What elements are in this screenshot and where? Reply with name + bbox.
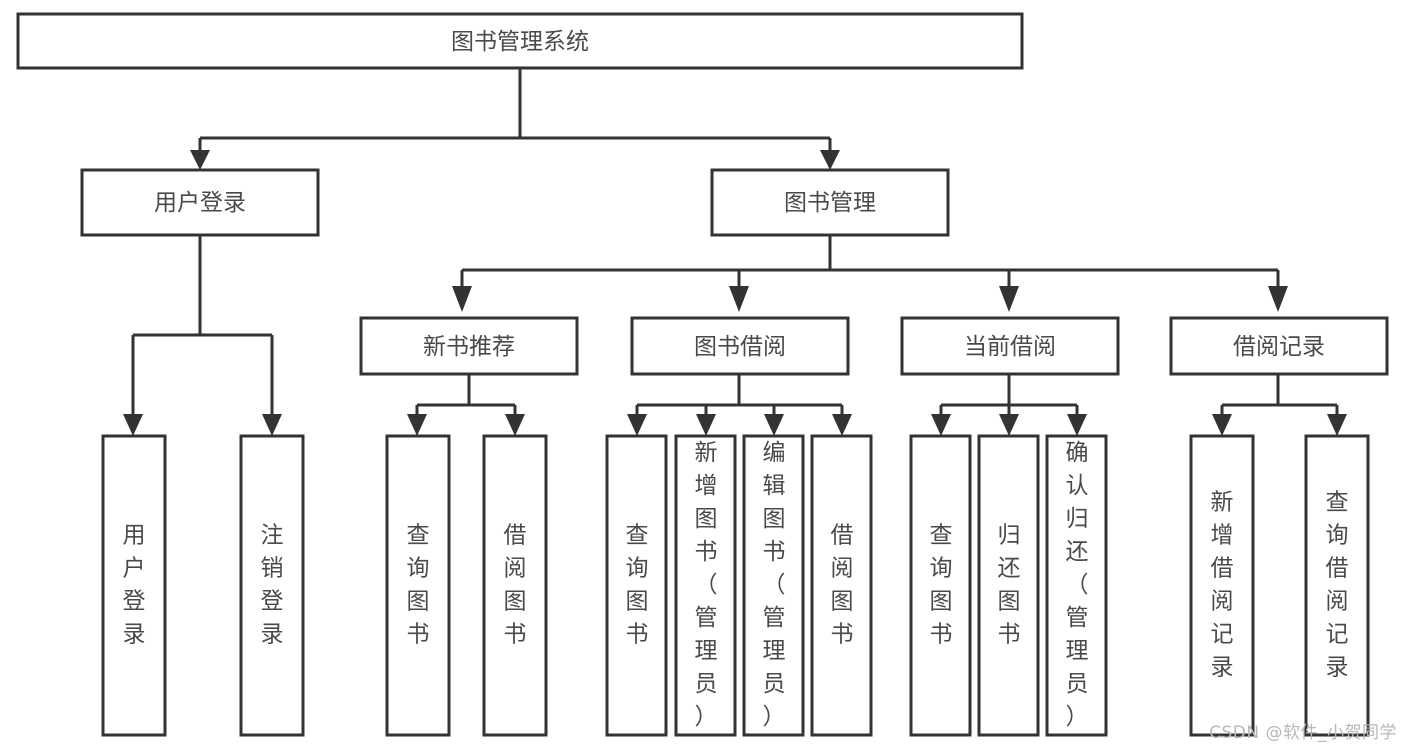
node-current-borrow[interactable]: 当前借阅 <box>900 316 1120 376</box>
node-borrow-record-label: 借阅记录 <box>1233 334 1325 360</box>
leaf-node-record-query-label: 查询借阅记录 <box>1326 490 1349 681</box>
node-borrow-record[interactable]: 借阅记录 <box>1169 316 1389 376</box>
leaf-node-borrow-edit-box[interactable] <box>742 434 805 737</box>
arrow-leaf-borrow-2 <box>696 414 716 436</box>
leaf-node-borrow-edit[interactable]: 编辑图书（管理员） <box>742 434 805 737</box>
node-new-book-recommend-label: 新书推荐 <box>423 334 515 360</box>
leaf-node-logout[interactable]: 注销登录 <box>239 434 305 737</box>
leaf-node-current-confirm-box[interactable] <box>1045 434 1108 737</box>
leaf-node-current-query-label: 查询图书 <box>930 523 953 648</box>
leaf-node-borrow-do[interactable]: 借阅图书 <box>810 434 873 737</box>
node-root-system[interactable]: 图书管理系统 <box>16 12 1024 70</box>
node-root-system-box[interactable] <box>16 12 1024 70</box>
leaf-node-borrow-add-label: 新增图书（管理员） <box>695 440 718 730</box>
leaf-node-logout-label: 注销登录 <box>261 523 284 648</box>
leaf-node-logout-box[interactable] <box>239 434 305 737</box>
arrow-to-current-borrow <box>999 286 1019 312</box>
leaf-node-current-confirm-label: 确认归还（管理员） <box>1066 440 1089 730</box>
arrow-leaf-newbook-1 <box>407 414 427 436</box>
node-new-book-recommend-box[interactable] <box>359 316 579 376</box>
node-current-borrow-label: 当前借阅 <box>964 334 1056 360</box>
arrow-to-new-book <box>452 286 472 312</box>
leaf-node-record-add[interactable]: 新增借阅记录 <box>1189 434 1255 737</box>
arrow-leaf-current-2 <box>999 414 1019 436</box>
leaf-node-record-query[interactable]: 查询借阅记录 <box>1304 434 1370 737</box>
arrow-to-borrow-record <box>1268 286 1288 312</box>
leaf-node-borrow-do-box[interactable] <box>810 434 873 737</box>
arrow-leaf-user-login <box>123 414 143 436</box>
node-user-login-label: 用户登录 <box>154 190 246 216</box>
node-root-system-label: 图书管理系统 <box>451 29 589 55</box>
leaf-node-newbook-borrow-label: 借阅图书 <box>504 523 527 648</box>
leaf-node-borrow-query-label: 查询图书 <box>626 523 649 648</box>
arrow-leaf-logout <box>262 414 282 436</box>
leaf-node-current-query[interactable]: 查询图书 <box>909 434 972 737</box>
node-user-login[interactable]: 用户登录 <box>80 168 320 237</box>
leaf-node-newbook-query-box[interactable] <box>385 434 451 737</box>
leaf-node-current-query-box[interactable] <box>909 434 972 737</box>
leaf-node-borrow-query[interactable]: 查询图书 <box>605 434 668 737</box>
arrow-to-user-login <box>190 150 210 170</box>
leaf-node-newbook-query[interactable]: 查询图书 <box>385 434 451 737</box>
arrow-leaf-borrow-3 <box>764 414 784 436</box>
arrow-leaf-newbook-2 <box>505 414 525 436</box>
arrow-to-book-borrow <box>729 286 749 312</box>
arrow-leaf-record-2 <box>1327 414 1347 436</box>
node-current-borrow-box[interactable] <box>900 316 1120 376</box>
leaf-node-user-login[interactable]: 用户登录 <box>101 434 167 737</box>
node-book-manage-label: 图书管理 <box>784 190 876 216</box>
connector-layer <box>123 68 1347 436</box>
node-book-borrow[interactable]: 图书借阅 <box>630 316 850 376</box>
leaf-node-newbook-query-label: 查询图书 <box>407 523 430 648</box>
leaf-node-user-login-box[interactable] <box>101 434 167 737</box>
leaf-node-record-add-label: 新增借阅记录 <box>1211 490 1234 681</box>
leaf-node-current-return[interactable]: 归还图书 <box>977 434 1040 737</box>
arrow-leaf-borrow-1 <box>627 414 647 436</box>
arrow-leaf-borrow-4 <box>832 414 852 436</box>
arrow-leaf-current-3 <box>1067 414 1087 436</box>
leaf-node-newbook-borrow[interactable]: 借阅图书 <box>482 434 548 737</box>
node-book-borrow-label: 图书借阅 <box>694 334 786 360</box>
arrow-leaf-record-1 <box>1212 414 1232 436</box>
node-book-borrow-box[interactable] <box>630 316 850 376</box>
node-book-manage-box[interactable] <box>710 168 950 237</box>
leaf-node-record-add-box[interactable] <box>1189 434 1255 737</box>
leaf-node-borrow-add[interactable]: 新增图书（管理员） <box>674 434 737 737</box>
leaf-node-newbook-borrow-box[interactable] <box>482 434 548 737</box>
node-user-login-box[interactable] <box>80 168 320 237</box>
leaf-node-borrow-do-label: 借阅图书 <box>831 523 854 648</box>
node-new-book-recommend[interactable]: 新书推荐 <box>359 316 579 376</box>
arrow-to-book-manage <box>820 150 840 170</box>
leaf-node-borrow-add-box[interactable] <box>674 434 737 737</box>
leaf-node-borrow-edit-label: 编辑图书（管理员） <box>763 440 786 730</box>
leaf-node-record-query-box[interactable] <box>1304 434 1370 737</box>
arrow-leaf-current-1 <box>931 414 951 436</box>
leaf-node-borrow-query-box[interactable] <box>605 434 668 737</box>
leaf-node-current-return-label: 归还图书 <box>998 523 1021 648</box>
leaf-node-current-return-box[interactable] <box>977 434 1040 737</box>
leaf-node-current-confirm[interactable]: 确认归还（管理员） <box>1045 434 1108 737</box>
node-book-manage[interactable]: 图书管理 <box>710 168 950 237</box>
node-borrow-record-box[interactable] <box>1169 316 1389 376</box>
csdn-watermark: CSDN @软件_小贺同学 <box>1209 723 1397 743</box>
leaf-node-user-login-label: 用户登录 <box>123 523 146 648</box>
